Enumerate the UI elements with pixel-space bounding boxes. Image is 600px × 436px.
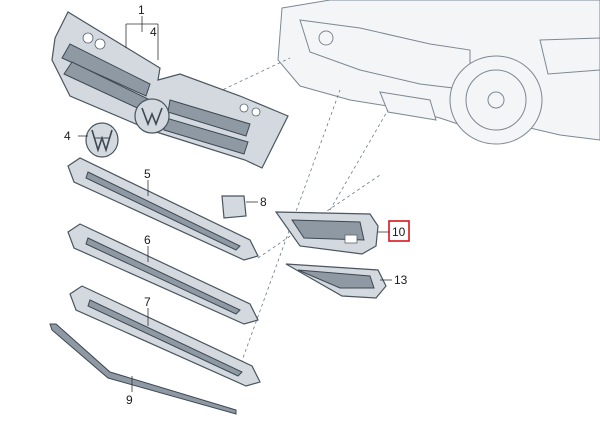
foglamp-grille-part-10 [274, 211, 379, 255]
radiator-grille-part-1 [51, 11, 289, 169]
leader-lines [78, 16, 392, 392]
label-part-5: 5 [144, 167, 151, 181]
trim-cover-part-13 [285, 263, 387, 299]
label-part-1: 1 [138, 3, 145, 17]
label-part-4-top: 4 [150, 25, 157, 39]
grille-insert-part-6 [67, 223, 259, 325]
label-part-10: 10 [392, 225, 406, 239]
label-part-4: 4 [64, 129, 71, 143]
label-part-13: 13 [394, 273, 408, 287]
vw-emblem-part-4 [85, 122, 119, 158]
label-part-9: 9 [126, 393, 133, 407]
label-part-6: 6 [144, 233, 151, 247]
grille-insert-part-5 [67, 157, 259, 261]
highlight-box [388, 220, 410, 242]
car-front-illustration [277, 0, 600, 145]
label-part-8: 8 [260, 195, 267, 209]
bracket-part-8 [221, 195, 247, 219]
grille-insert-part-7 [69, 285, 261, 387]
label-part-7: 7 [144, 295, 151, 309]
trim-strip-part-9 [49, 323, 237, 415]
